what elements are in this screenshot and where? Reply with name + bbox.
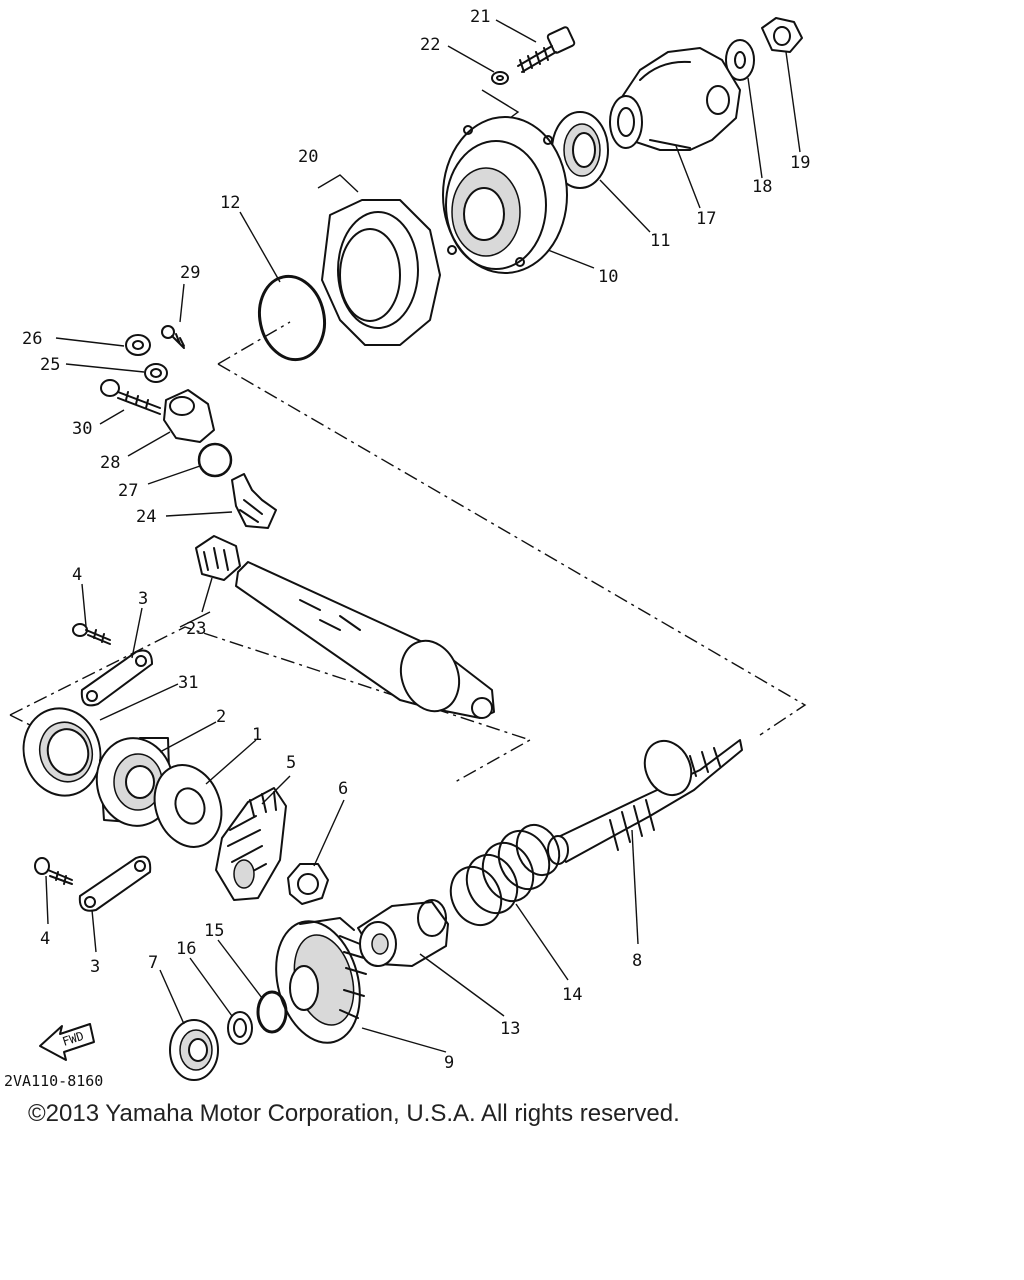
drive-shaft[interactable] (235, 561, 495, 719)
part-6-nut[interactable] (287, 863, 329, 905)
part-24-drive-gear[interactable] (231, 473, 277, 529)
part-7-bearing[interactable] (169, 1019, 219, 1081)
callout-2: 2 (216, 707, 226, 727)
fwd-label: FWD (61, 1029, 86, 1049)
exploded-parts-diagram: FWD 21 22 (4, 7, 810, 1090)
part-21-bolt[interactable] (517, 26, 576, 73)
callout-15: 15 (204, 921, 224, 941)
callout-21: 21 (470, 7, 490, 27)
callout-5: 5 (286, 753, 296, 773)
callout-numbers: 21 22 19 18 17 11 10 20 12 29 26 25 30 2… (22, 7, 810, 1073)
callout-12: 12 (220, 193, 240, 213)
part-3-lock-plate-lower[interactable] (78, 855, 152, 912)
part-19-nut[interactable] (761, 17, 803, 53)
part-4-screw-upper[interactable] (72, 623, 111, 645)
part-5-bevel-gear[interactable] (215, 787, 287, 901)
callout-22: 22 (420, 35, 440, 55)
callout-24: 24 (136, 507, 156, 527)
part-4-screw-lower[interactable] (34, 857, 73, 885)
callout-9: 9 (444, 1053, 454, 1073)
part-30-bolt[interactable] (100, 379, 161, 415)
callout-13: 13 (500, 1019, 520, 1039)
part-17-universal-yoke[interactable] (609, 47, 741, 151)
callout-6: 6 (338, 779, 348, 799)
part-1-shim[interactable] (144, 756, 233, 857)
callout-3-upper: 3 (138, 589, 148, 609)
callout-25: 25 (40, 355, 60, 375)
part-10-bearing-housing[interactable] (442, 116, 568, 274)
callout-4-lower: 4 (40, 929, 50, 949)
callout-29: 29 (180, 263, 200, 283)
callout-31: 31 (178, 673, 198, 693)
callout-4-upper: 4 (72, 565, 82, 585)
callout-23: 23 (186, 619, 206, 639)
part-28-gear-housing[interactable] (163, 389, 215, 443)
copyright-notice: ©2013 Yamaha Motor Corporation, U.S.A. A… (28, 1100, 680, 1127)
callout-10: 10 (598, 267, 618, 287)
part-15-circlip[interactable] (256, 990, 288, 1034)
part-20-shim-plate[interactable] (321, 199, 441, 346)
part-16-collar[interactable] (227, 1011, 253, 1045)
callout-26: 26 (22, 329, 42, 349)
part-26-nut[interactable] (125, 334, 151, 356)
part-22-washer[interactable] (491, 71, 509, 85)
callout-20: 20 (298, 147, 318, 167)
part-27-o-ring[interactable] (197, 442, 233, 478)
callout-30: 30 (72, 419, 92, 439)
part-18-washer[interactable] (725, 39, 755, 81)
callout-17: 17 (696, 209, 716, 229)
part-23-pinion-gear[interactable] (195, 535, 241, 581)
callout-1: 1 (252, 725, 262, 745)
leader-lines (45, 19, 801, 1053)
callout-7: 7 (148, 953, 158, 973)
callout-3-lower: 3 (90, 957, 100, 977)
fwd-arrow-icon: FWD (39, 1023, 95, 1061)
part-9-ring-gear[interactable] (263, 912, 372, 1052)
callout-19: 19 (790, 153, 810, 173)
part-31-oil-seal[interactable] (14, 700, 110, 805)
callout-16: 16 (176, 939, 196, 959)
part-13-dog-clutch[interactable] (357, 899, 449, 967)
part-3-lock-plate-upper[interactable] (80, 649, 153, 707)
diagram-code: 2VA110-8160 (4, 1072, 103, 1090)
part-8-main-shaft[interactable] (547, 733, 743, 865)
part-14-spring[interactable] (442, 818, 568, 933)
part-12-o-ring[interactable] (252, 270, 332, 365)
part-25-washer[interactable] (144, 363, 168, 383)
callout-27: 27 (118, 481, 138, 501)
part-11-oil-seal[interactable] (551, 111, 609, 189)
callout-14: 14 (562, 985, 582, 1005)
callout-11: 11 (650, 231, 670, 251)
callout-18: 18 (752, 177, 772, 197)
part-29-screw[interactable] (161, 325, 185, 349)
callout-8: 8 (632, 951, 642, 971)
callout-28: 28 (100, 453, 120, 473)
